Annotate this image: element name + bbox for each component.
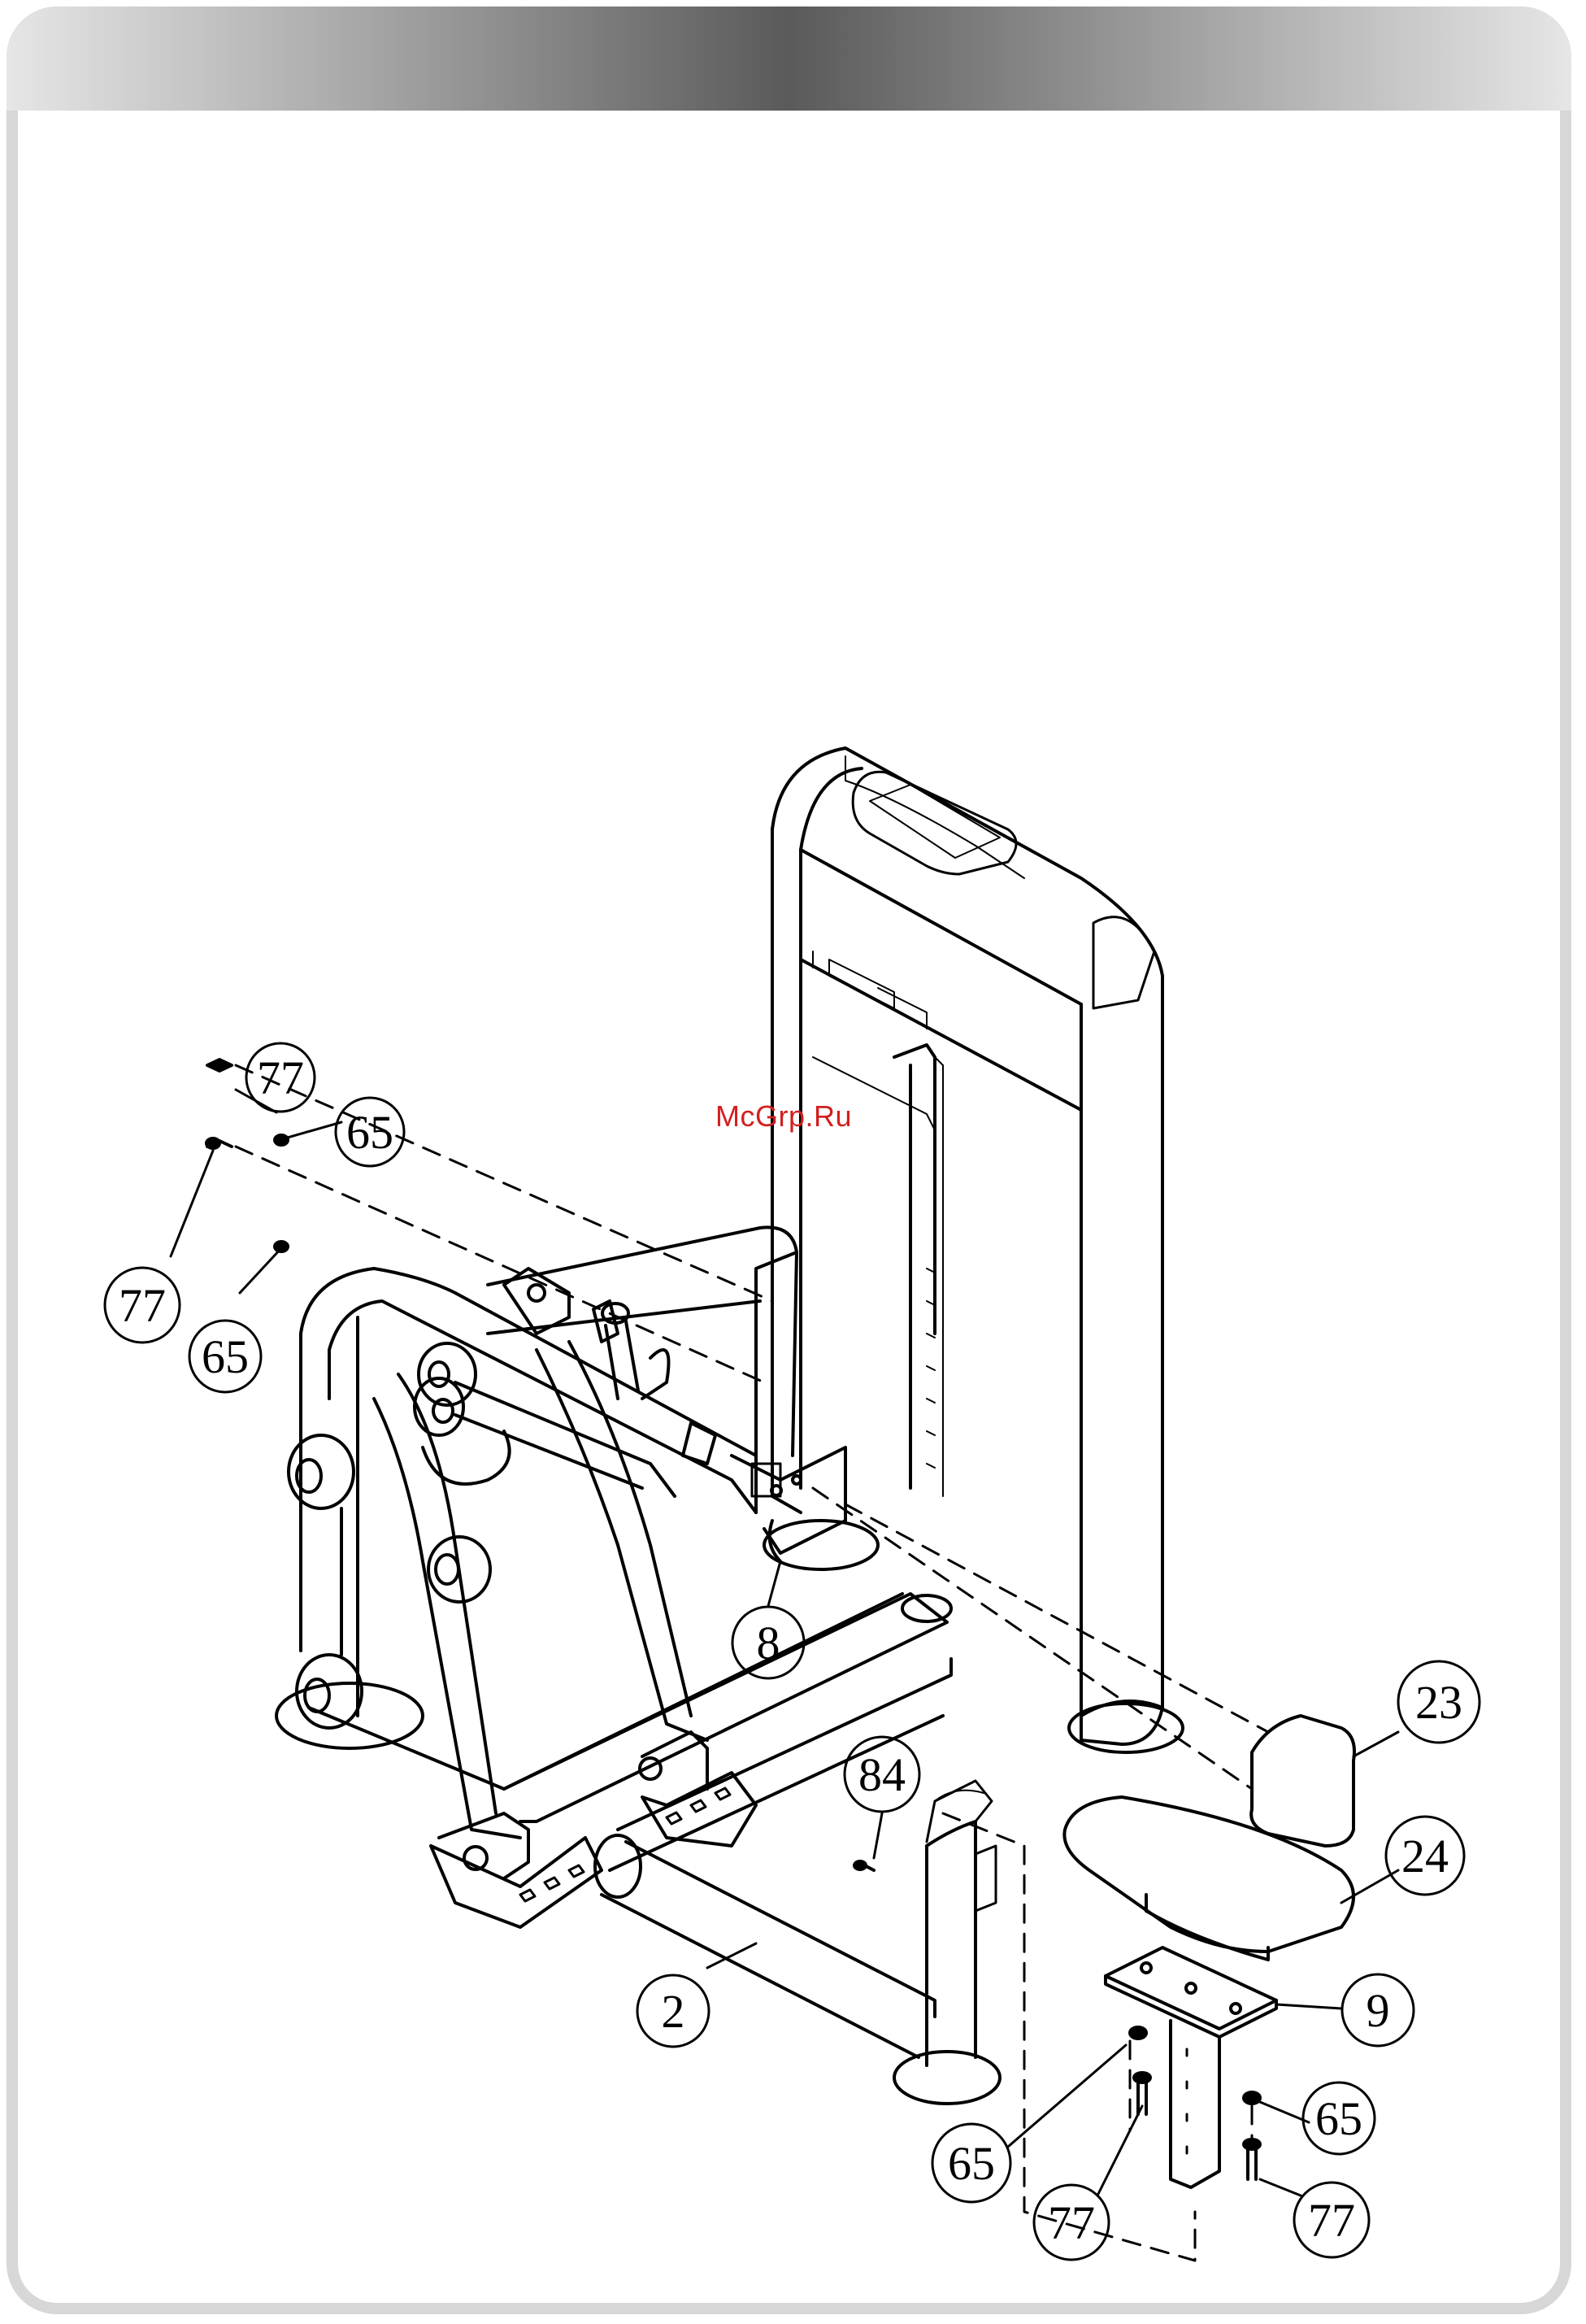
back-pad	[1251, 1716, 1354, 1846]
callout-65-bottom-right: 65	[1315, 2092, 1362, 2145]
hardware	[206, 1060, 1260, 2179]
watermark-text: McGrp.Ru	[715, 1099, 852, 1134]
callout-65-bottom-left: 65	[948, 2137, 995, 2190]
weight-stack-tower	[772, 748, 1183, 1752]
callout-84: 84	[858, 1748, 906, 1801]
callout-77-bottom-right: 77	[1308, 2194, 1355, 2247]
callout-23: 23	[1415, 1676, 1462, 1729]
pulleys	[289, 1343, 510, 1728]
adjustment-handle	[504, 1269, 715, 1464]
seat-pad	[1064, 1797, 1354, 1960]
callout-65-left: 65	[202, 1330, 249, 1383]
callout-65-top: 65	[346, 1106, 393, 1159]
base-frame	[276, 1521, 951, 1870]
callout-2: 2	[662, 1985, 685, 2038]
callout-77-bottom-left: 77	[1048, 2196, 1095, 2249]
front-base-tube	[595, 1781, 1000, 2104]
seat-bracket	[1106, 1948, 1276, 2187]
dashed-assembly-lines	[236, 1065, 1268, 2261]
callout-24: 24	[1401, 1830, 1449, 1882]
callout-77-left: 77	[119, 1279, 166, 1332]
callout-77-top: 77	[257, 1051, 304, 1104]
callout-8: 8	[757, 1617, 780, 1669]
callout-9: 9	[1367, 1984, 1390, 2037]
